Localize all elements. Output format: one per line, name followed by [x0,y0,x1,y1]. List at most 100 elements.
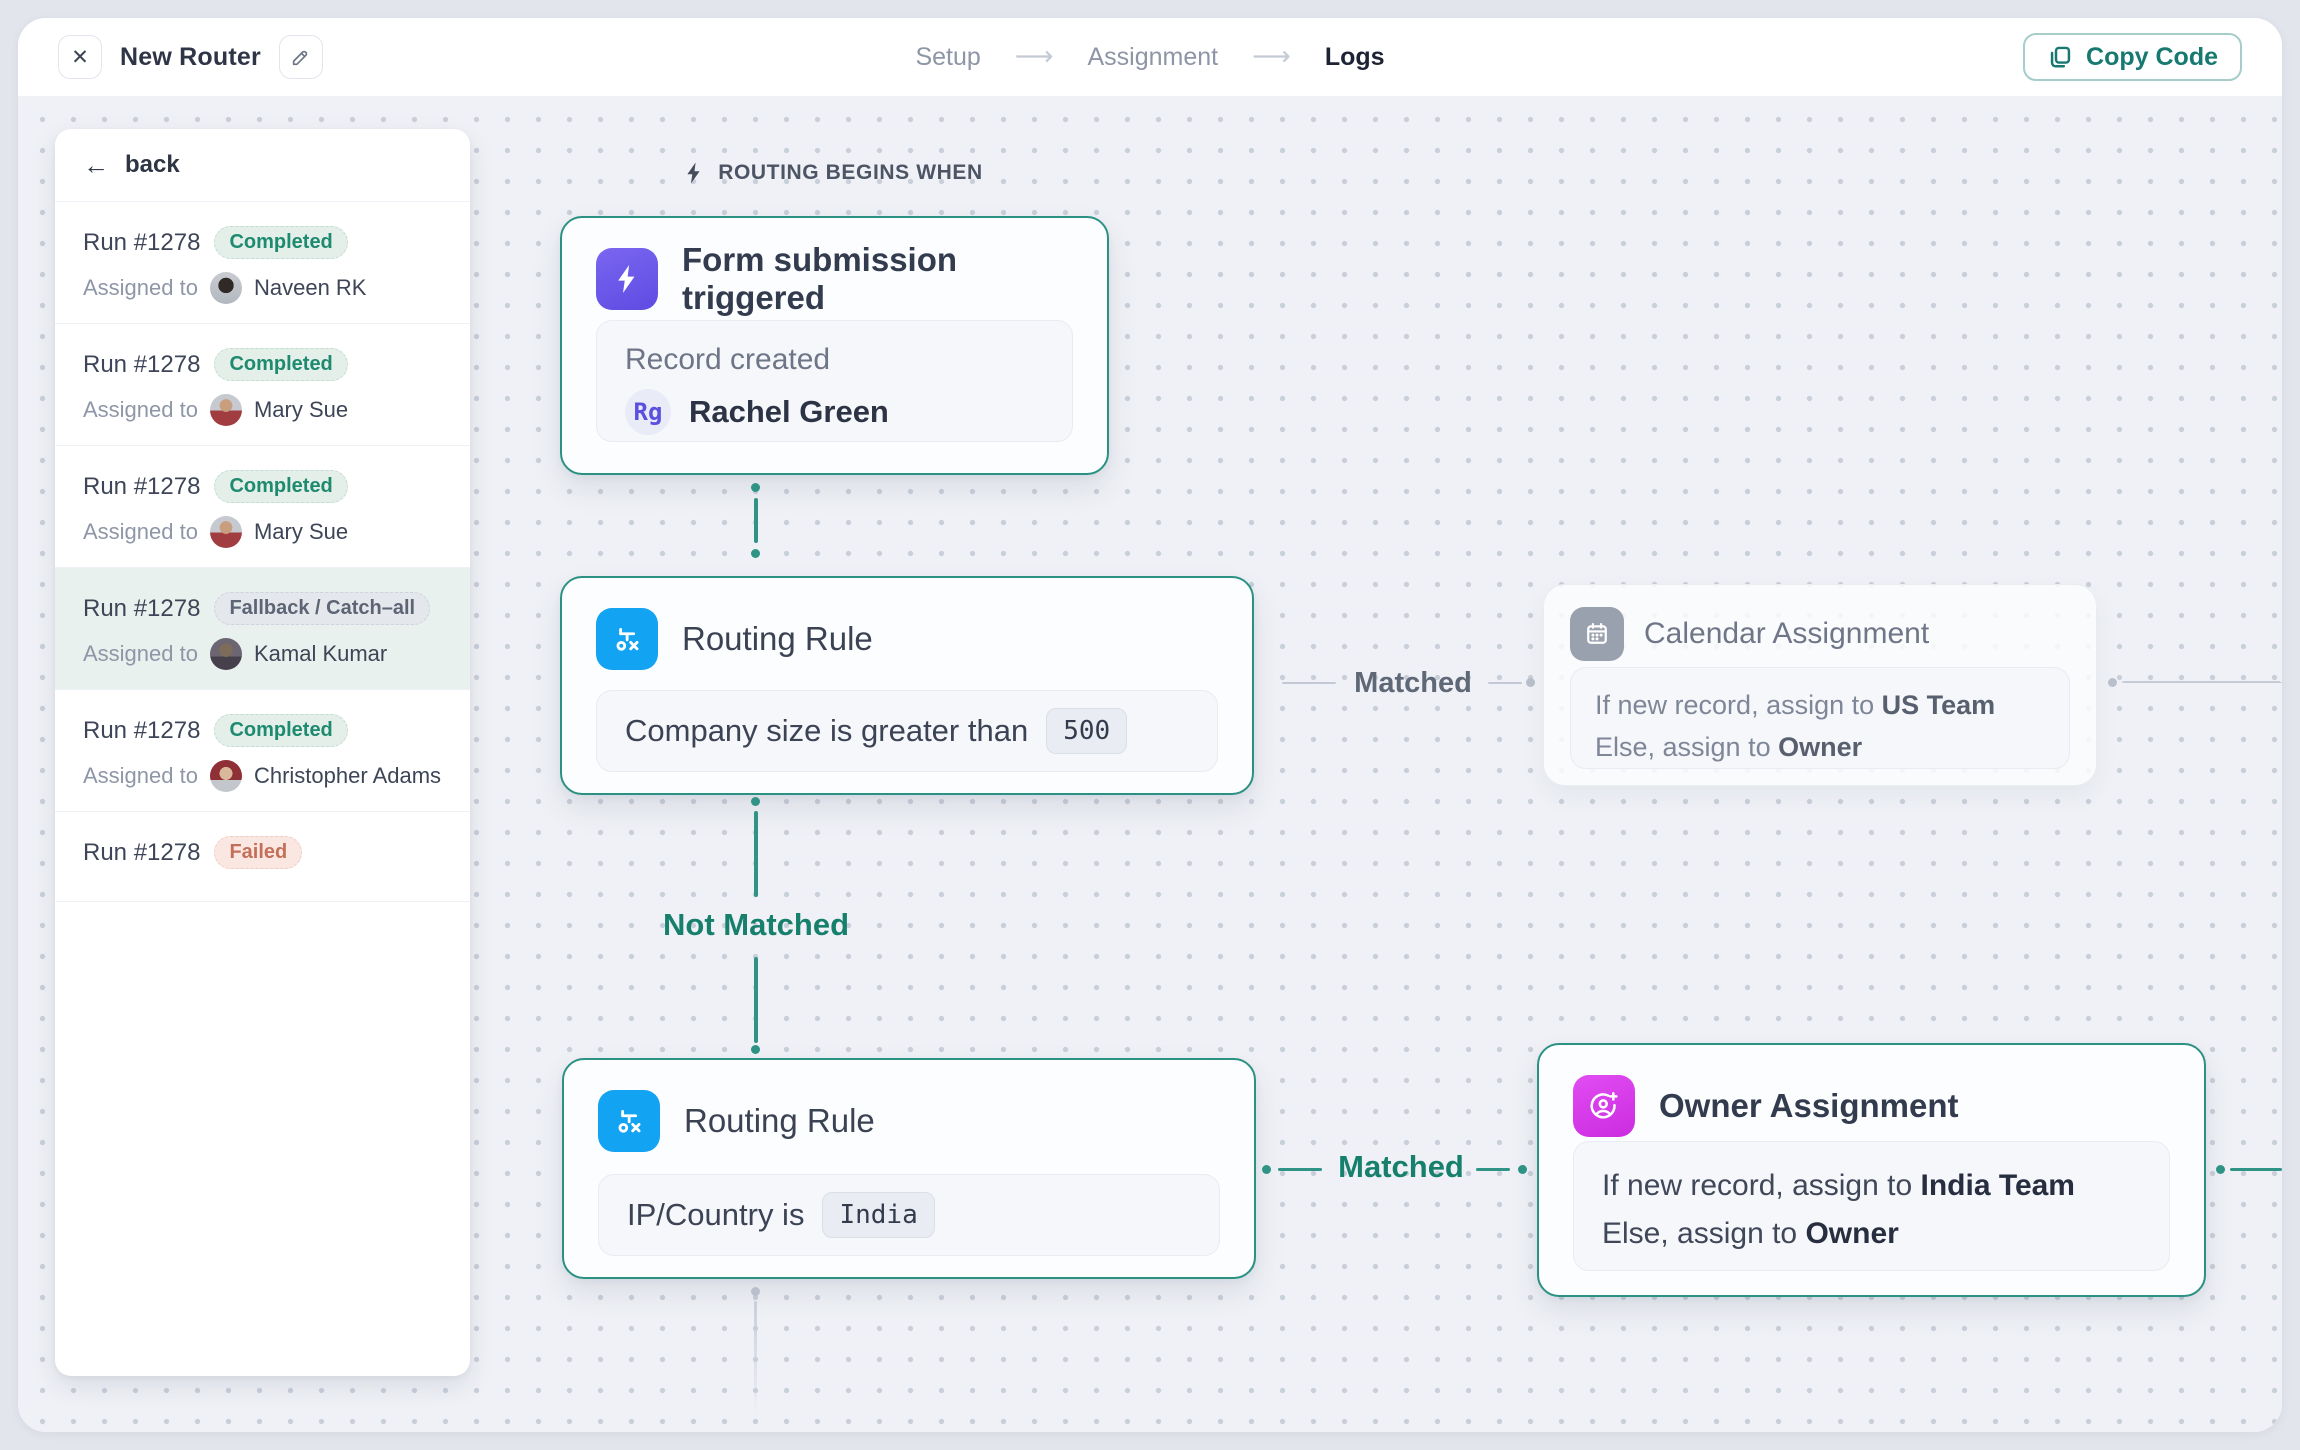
status-badge: Fallback / Catch–all [214,592,431,625]
assignment-box: If new record, assign to US Team Else, a… [1570,667,2070,769]
runs-sidebar: ← back Run #1278 Completed Assigned to N… [55,129,470,1376]
run-title: Run #1278 [83,716,201,744]
tab-assignment[interactable]: Assignment [1087,42,1219,71]
matched-label: Matched [1338,1149,1464,1184]
rule-value-chip: India [822,1192,935,1238]
run-list-item[interactable]: Run #1278 Completed Assigned to Mary Sue [55,324,470,446]
assignment-line: If new record, assign to India Team [1602,1169,2075,1202]
run-list-item-selected[interactable]: Run #1278 Fallback / Catch–all Assigned … [55,568,470,690]
connector-line [1488,682,1522,684]
lightning-icon [596,248,658,310]
assignee-name: Naveen RK [253,275,367,300]
connector-line [754,1301,757,1417]
assignment-box: If new record, assign to India Team Else… [1573,1141,2170,1271]
calendar-assignment-node[interactable]: Calendar Assignment If new record, assig… [1543,584,2097,786]
assigned-to-label: Assigned to [83,763,198,788]
not-matched-label: Not Matched [663,907,849,942]
assignment-target: Owner [1805,1217,1899,1250]
assignee-name: Christopher Adams [253,763,442,788]
assignment-target: US Team [1881,690,1996,720]
edit-title-button[interactable] [278,35,323,79]
run-title: Run #1278 [83,838,201,866]
owner-assignment-node[interactable]: Owner Assignment If new record, assign t… [1537,1043,2206,1297]
avatar [209,394,242,426]
avatar [209,516,242,548]
connector-line [754,811,758,897]
back-label: back [125,151,180,178]
assignee-name: Kamal Kumar [253,641,388,666]
flow-canvas[interactable]: ← back Run #1278 Completed Assigned to N… [18,97,2282,1432]
tab-setup[interactable]: Setup [915,42,981,71]
avatar [209,638,242,670]
node-title: Routing Rule [682,620,873,657]
user-add-icon [1573,1075,1635,1137]
assigned-to-label: Assigned to [83,275,198,300]
run-list-item[interactable]: Run #1278 Completed Assigned to Christop… [55,690,470,812]
assigned-to-label: Assigned to [83,397,198,422]
routing-rule-node-2[interactable]: Routing Rule IP/Country is India [562,1058,1256,1279]
routing-rule-icon [598,1090,660,1152]
status-badge: Completed [214,714,348,747]
record-created-label: Record created [625,343,831,376]
status-badge: Failed [214,836,303,869]
matched-label: Matched [1354,667,1472,699]
connector-line [2230,1168,2282,1171]
avatar [209,760,242,792]
connector-line-dashed [2122,681,2282,683]
pencil-icon [290,46,312,68]
assignment-target: Owner [1778,732,1863,762]
assignee-name: Mary Sue [253,397,349,422]
assigned-to-label: Assigned to [83,519,198,544]
node-title: Owner Assignment [1659,1087,1959,1124]
node-title: Routing Rule [684,1102,875,1139]
connector-line [754,498,758,543]
connector-dot [751,797,760,806]
node-title: Calendar Assignment [1644,617,1930,650]
assignment-line: Else, assign to Owner [1602,1217,1899,1250]
node-title: Form submission triggered [682,241,958,316]
run-list-item[interactable]: Run #1278 Completed Assigned to Mary Sue [55,446,470,568]
run-list-item[interactable]: Run #1278 Completed Assigned to Naveen R… [55,202,470,324]
assignment-target: India Team [1920,1169,2075,1202]
copy-code-label: Copy Code [2086,42,2218,71]
connector-dot [1526,678,1535,687]
routing-rule-icon [596,608,658,670]
lightning-icon [682,161,706,185]
record-name: Rachel Green [689,394,889,429]
run-list-item[interactable]: Run #1278 Failed [55,812,470,902]
status-badge: Completed [214,470,348,503]
run-title: Run #1278 [83,594,201,622]
connector-dot [2108,678,2117,687]
connector-dot [2216,1165,2225,1174]
assignment-line: Else, assign to Owner [1595,732,1863,762]
connector-dot [751,1287,760,1296]
record-avatar: Rg [625,389,671,435]
connector-dot [751,483,760,492]
assignment-line: If new record, assign to US Team [1595,690,1996,720]
router-title: New Router [120,42,261,71]
status-badge: Completed [214,348,348,381]
copy-code-button[interactable]: Copy Code [2023,33,2242,81]
connector-dot [751,1045,760,1054]
rule-condition-text: Company size is greater than [625,713,1029,748]
arrow-right-icon: ⟶ [1014,40,1054,71]
rule-condition-box: IP/Country is India [598,1174,1220,1256]
back-button[interactable]: ← back [55,129,470,202]
header: ✕ New Router Setup ⟶ Assignment ⟶ Logs [18,18,2282,97]
connector-line [1278,1168,1322,1171]
arrow-right-icon: ⟶ [1252,40,1291,71]
run-title: Run #1278 [83,350,201,378]
calendar-icon [1570,607,1624,661]
trigger-record-box: Record created Rg Rachel Green [596,320,1073,442]
tab-logs[interactable]: Logs [1324,42,1385,71]
rule-value-chip: 500 [1046,708,1128,754]
close-button[interactable]: ✕ [58,35,102,79]
breadcrumb: Setup ⟶ Assignment ⟶ Logs [18,18,2282,96]
copy-icon [2047,44,2074,71]
status-badge: Completed [214,226,348,259]
routing-rule-node-1[interactable]: Routing Rule Company size is greater tha… [560,576,1254,795]
rule-condition-box: Company size is greater than 500 [596,690,1218,772]
close-icon: ✕ [71,45,89,69]
back-arrow-icon: ← [83,150,109,180]
trigger-node[interactable]: Form submission triggered Record created… [560,216,1109,475]
